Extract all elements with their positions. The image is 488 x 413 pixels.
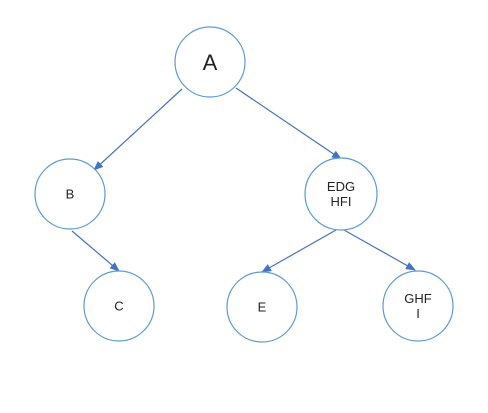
edge-b-to-c (71, 230, 120, 272)
edge-edghfi-to-ghfi (343, 229, 416, 271)
node-circle (226, 271, 298, 343)
edges (71, 87, 416, 273)
node-b: B (34, 158, 106, 230)
node-label: GHF (404, 291, 432, 306)
node-label: EDG (327, 179, 355, 194)
node-circle (83, 270, 155, 342)
node-circle (382, 270, 454, 342)
edge-a-to-b (93, 88, 183, 171)
node-e: E (226, 271, 298, 343)
node-label: E (258, 300, 267, 315)
node-c: C (83, 270, 155, 342)
node-a: A (174, 26, 246, 98)
node-label: A (203, 50, 218, 75)
node-circle (304, 157, 378, 231)
node-circle (34, 158, 106, 230)
node-label: C (114, 299, 123, 314)
node-label: I (416, 306, 420, 321)
node-label: HFI (331, 194, 352, 209)
edge-edghfi-to-e (261, 229, 337, 273)
node-label: B (66, 187, 75, 202)
edge-a-to-edghfi (235, 87, 342, 160)
node-circle (174, 26, 246, 98)
